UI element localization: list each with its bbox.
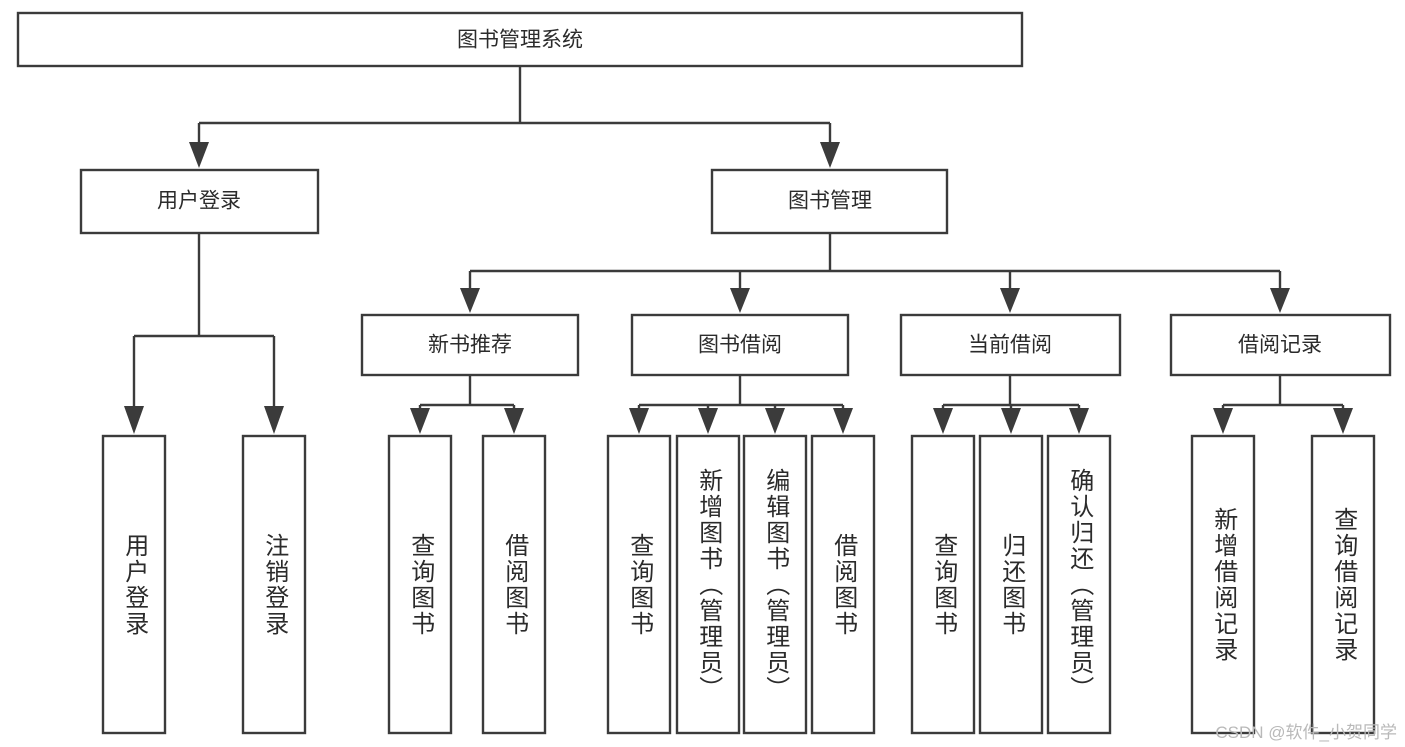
leaf-add-book-label-wrap: 新增图书（管理员） [694, 467, 722, 702]
arrow-to-leaf-borrow-book-2 [833, 408, 853, 434]
arrow-to-user-login [189, 142, 209, 168]
leaf-query-book-1-label: 查询图书 [406, 532, 434, 637]
leaf-node[interactable]: 用户登录 [101, 434, 167, 735]
leaf-query-book-1-box[interactable] [387, 434, 453, 735]
leaf-confirm-return-box[interactable] [1046, 434, 1112, 735]
leaf-node[interactable]: 查询图书 [606, 434, 672, 735]
leaf-return-book-label: 归还图书 [997, 532, 1025, 637]
node-root-box[interactable] [16, 11, 1024, 68]
leaf-return-book-label-wrap: 归还图书 [997, 532, 1025, 637]
leaf-confirm-return-label: 确认归还（管理员） [1065, 467, 1093, 702]
arrow-to-book-borrow [730, 288, 750, 313]
leaf-node[interactable]: 查询图书 [910, 434, 976, 735]
csdn-watermark: CSDN @软件_小贺同学 [1215, 723, 1397, 742]
arrow-to-leaf-query-record [1333, 408, 1353, 434]
leaf-node[interactable]: 新增借阅记录 [1190, 434, 1256, 735]
arrow-to-leaf-query-book-1 [410, 408, 430, 434]
leaf-logout-label-wrap: 注销登录 [260, 532, 288, 637]
leaf-node[interactable]: 注销登录 [241, 434, 307, 735]
node-borrow-record[interactable]: 借阅记录 [1169, 313, 1392, 377]
node-new-book-recommend-label: 新书推荐 [428, 334, 512, 357]
leaf-query-book-1-label-wrap: 查询图书 [406, 532, 434, 637]
leaf-borrow-book-2-label: 借阅图书 [829, 532, 857, 637]
leaf-node[interactable]: 查询借阅记录 [1310, 434, 1376, 735]
leaf-query-book-3-label: 查询图书 [929, 532, 957, 637]
node-new-book-recommend[interactable]: 新书推荐 [360, 313, 580, 377]
arrow-to-leaf-query-book-2 [629, 408, 649, 434]
node-book-borrow-box[interactable] [630, 313, 850, 377]
leaf-confirm-return-label-wrap: 确认归还（管理员） [1065, 467, 1093, 702]
leaf-edit-book-box[interactable] [742, 434, 808, 735]
leaf-node[interactable]: 确认归还（管理员） [1046, 434, 1112, 735]
arrow-to-leaf-add-record [1213, 408, 1233, 434]
leaf-user-login-label: 用户登录 [120, 532, 148, 637]
arrow-to-leaf-return-book [1001, 408, 1021, 434]
leaf-user-login-box[interactable] [101, 434, 167, 735]
leaf-node[interactable]: 查询图书 [387, 434, 453, 735]
node-new-book-recommend-box[interactable] [360, 313, 580, 377]
leaf-query-record-box[interactable] [1310, 434, 1376, 735]
node-user-login-box[interactable] [79, 168, 320, 235]
leaf-logout-box[interactable] [241, 434, 307, 735]
arrow-to-borrow-record [1270, 288, 1290, 313]
node-user-login[interactable]: 用户登录 [79, 168, 320, 235]
leaf-return-book-box[interactable] [978, 434, 1044, 735]
arrow-to-leaf-logout [264, 406, 284, 434]
connectors-group [124, 66, 1353, 434]
leaf-node[interactable]: 借阅图书 [810, 434, 876, 735]
leaf-query-book-2-box[interactable] [606, 434, 672, 735]
leaf-node[interactable]: 编辑图书（管理员） [742, 434, 808, 735]
leaf-nodes-group: 用户登录 注销登录 查询图书 借阅图书 查询图书 新增图书（管理员） 编辑图书（管理员） 借阅… [101, 434, 1376, 735]
node-book-management[interactable]: 图书管理 [710, 168, 949, 235]
leaf-borrow-book-1-label: 借阅图书 [500, 532, 528, 637]
arrow-to-book-management [820, 142, 840, 168]
leaf-node[interactable]: 归还图书 [978, 434, 1044, 735]
leaf-borrow-book-2-box[interactable] [810, 434, 876, 735]
leaf-user-login-label-wrap: 用户登录 [120, 532, 148, 637]
leaf-borrow-book-2-label-wrap: 借阅图书 [829, 532, 857, 637]
node-borrow-record-box[interactable] [1169, 313, 1392, 377]
arrow-to-new-book-recommend [460, 288, 480, 313]
node-root-label: 图书管理系统 [457, 29, 583, 52]
leaf-borrow-book-1-box[interactable] [481, 434, 547, 735]
leaf-add-record-box[interactable] [1190, 434, 1256, 735]
node-book-borrow[interactable]: 图书借阅 [630, 313, 850, 377]
leaf-query-book-2-label-wrap: 查询图书 [625, 532, 653, 637]
arrow-to-leaf-borrow-book-1 [504, 408, 524, 434]
leaf-query-book-3-label-wrap: 查询图书 [929, 532, 957, 637]
leaf-add-record-label-wrap: 新增借阅记录 [1209, 506, 1237, 663]
node-book-borrow-label: 图书借阅 [698, 334, 782, 357]
node-current-borrow-box[interactable] [899, 313, 1122, 377]
leaf-borrow-book-1-label-wrap: 借阅图书 [500, 532, 528, 637]
leaf-query-book-2-label: 查询图书 [625, 532, 653, 637]
leaf-edit-book-label: 编辑图书（管理员） [761, 467, 789, 702]
leaf-add-book-box[interactable] [675, 434, 741, 735]
leaf-query-record-label-wrap: 查询借阅记录 [1329, 506, 1357, 663]
leaf-node[interactable]: 新增图书（管理员） [675, 434, 741, 735]
node-book-management-box[interactable] [710, 168, 949, 235]
arrow-to-leaf-confirm-return [1069, 408, 1089, 434]
node-borrow-record-label: 借阅记录 [1238, 334, 1322, 357]
node-book-management-label: 图书管理 [788, 190, 872, 213]
leaf-add-record-label: 新增借阅记录 [1209, 506, 1237, 663]
arrow-to-leaf-edit-book [765, 408, 785, 434]
leaf-add-book-label: 新增图书（管理员） [694, 467, 722, 702]
node-current-borrow[interactable]: 当前借阅 [899, 313, 1122, 377]
arrow-to-leaf-query-book-3 [933, 408, 953, 434]
leaf-node[interactable]: 借阅图书 [481, 434, 547, 735]
leaf-query-book-3-box[interactable] [910, 434, 976, 735]
node-root[interactable]: 图书管理系统 [16, 11, 1024, 68]
arrow-to-current-borrow [1000, 288, 1020, 313]
node-current-borrow-label: 当前借阅 [968, 334, 1052, 357]
arrow-to-leaf-user-login [124, 406, 144, 434]
arrow-to-leaf-add-book [698, 408, 718, 434]
leaf-edit-book-label-wrap: 编辑图书（管理员） [761, 467, 789, 702]
leaf-query-record-label: 查询借阅记录 [1329, 506, 1357, 663]
node-user-login-label: 用户登录 [157, 190, 241, 213]
leaf-logout-label: 注销登录 [260, 532, 288, 637]
